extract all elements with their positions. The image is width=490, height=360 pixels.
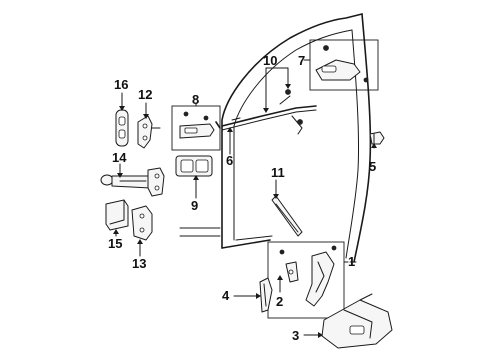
part-11-cylinder (271, 195, 303, 237)
callout-7: 7 (298, 53, 305, 68)
callout-5: 5 (369, 159, 376, 174)
part-12-upper-hinge (137, 115, 161, 149)
callout-2: 2 (276, 294, 283, 309)
part-9-handle-bezel (175, 155, 213, 177)
callout-12: 12 (138, 87, 152, 102)
callout-6: 6 (226, 153, 233, 168)
callout-8: 8 (192, 92, 199, 107)
callout-11: 11 (271, 165, 285, 180)
part-8-inside-handle-box (171, 105, 221, 151)
callout-4: 4 (222, 288, 230, 303)
part-16-switch-pad (115, 109, 129, 147)
callout-9: 9 (191, 198, 198, 213)
part-5-clip (369, 131, 385, 145)
callout-15: 15 (108, 236, 122, 251)
part-4-rod-clip (259, 277, 273, 313)
part-13-lower-hinge (131, 205, 153, 241)
callout-10: 10 (263, 53, 277, 68)
part-14-door-check (100, 167, 165, 197)
leader-lines (113, 59, 377, 338)
part-3-lock-actuator (321, 293, 393, 349)
part-15-hinge-cover (105, 199, 129, 231)
callout-16: 16 (114, 77, 128, 92)
part-7-outside-handle-box (309, 39, 379, 91)
callout-3: 3 (292, 328, 299, 343)
callout-14: 14 (112, 150, 127, 165)
callout-13: 13 (132, 256, 146, 271)
callout-labels: 1 2 3 4 5 6 7 8 9 10 11 12 13 14 15 16 (108, 53, 376, 343)
callout-1: 1 (348, 254, 355, 269)
door-outline (179, 13, 372, 263)
part-6-10-rods (215, 89, 317, 135)
